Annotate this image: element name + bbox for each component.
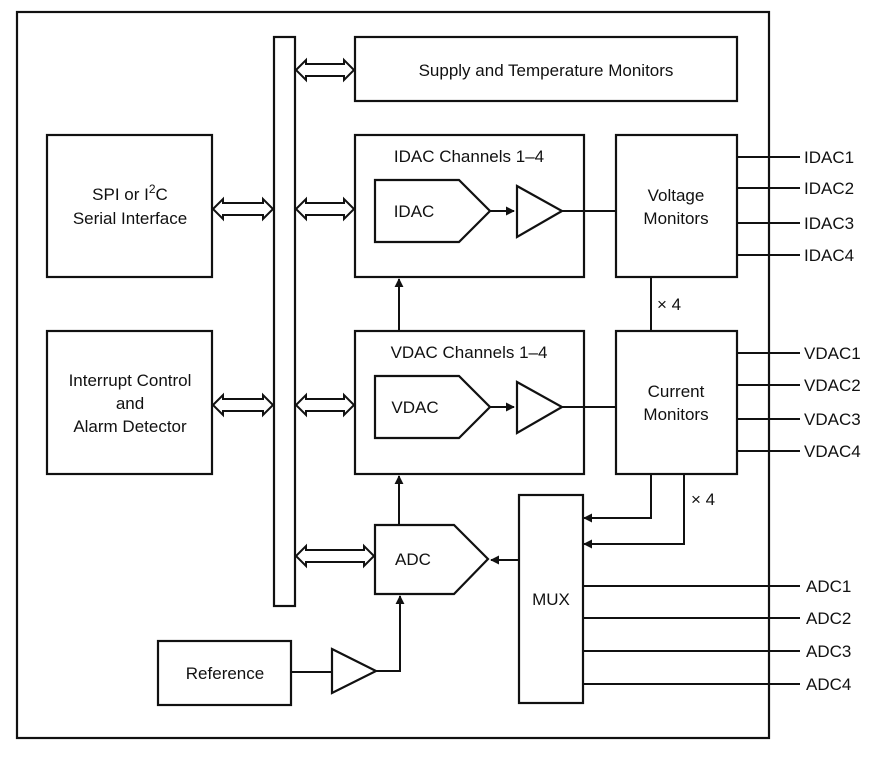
input-adc4: ADC4 — [806, 675, 851, 694]
voltage-label-line2: Monitors — [643, 209, 708, 228]
input-adc2: ADC2 — [806, 609, 851, 628]
output-idac1: IDAC1 — [804, 148, 854, 167]
serial-label-line2: Serial Interface — [73, 209, 187, 228]
vdac-outputs: VDAC1 VDAC2 VDAC3 VDAC4 — [737, 344, 861, 461]
output-vdac3: VDAC3 — [804, 410, 861, 429]
output-vdac1: VDAC1 — [804, 344, 861, 363]
output-vdac2: VDAC2 — [804, 376, 861, 395]
voltage-monitors-block: Voltage Monitors — [614, 133, 739, 279]
serial-label-line1: SPI or I2C — [92, 182, 168, 204]
output-idac4: IDAC4 — [804, 246, 854, 265]
mux-label: MUX — [532, 590, 570, 609]
serial-interface-block: SPI or I2C Serial Interface — [45, 133, 214, 279]
vdac-channels-block: VDAC Channels 1–4 VDAC — [353, 329, 586, 476]
voltage-label-line1: Voltage — [648, 186, 705, 205]
input-adc3: ADC3 — [806, 642, 851, 661]
idac-dac-shape — [373, 178, 492, 244]
idac-label: IDAC — [394, 202, 435, 221]
current-to-mux-arrow-1 — [583, 474, 652, 523]
current-label-line2: Monitors — [643, 405, 708, 424]
interrupt-label-line1: Interrupt Control — [69, 371, 192, 390]
idac-amplifier — [515, 184, 565, 239]
reference-buffer — [330, 647, 379, 695]
output-idac2: IDAC2 — [804, 179, 854, 198]
output-idac3: IDAC3 — [804, 214, 854, 233]
idac-channels-label: IDAC Channels 1–4 — [394, 147, 544, 166]
vdac-amplifier — [515, 380, 565, 435]
current-label-line1: Current — [648, 382, 705, 401]
adc-inputs: ADC1 ADC2 ADC3 ADC4 — [583, 577, 851, 694]
bus-arrow-interrupt — [211, 392, 275, 418]
current-monitors-block: Current Monitors — [614, 329, 739, 476]
supply-temperature-monitors-block: Supply and Temperature Monitors — [353, 35, 739, 103]
current-to-mux-arrow-2 — [583, 474, 685, 549]
reference-block: Reference — [156, 639, 293, 707]
reference-label: Reference — [186, 664, 264, 683]
interrupt-label-line2: and — [116, 394, 144, 413]
interrupt-label-line3: Alarm Detector — [73, 417, 187, 436]
input-adc1: ADC1 — [806, 577, 851, 596]
vdac-dac-shape — [373, 374, 492, 440]
supply-label: Supply and Temperature Monitors — [419, 61, 674, 80]
bus-arrow-serial — [211, 196, 275, 222]
multiplier-upper: × 4 — [657, 295, 681, 314]
output-vdac4: VDAC4 — [804, 442, 861, 461]
internal-bus — [272, 35, 297, 608]
vdac-label: VDAC — [391, 398, 438, 417]
idac-outputs: IDAC1 IDAC2 IDAC3 IDAC4 — [737, 148, 854, 265]
multiplier-lower: × 4 — [691, 490, 715, 509]
interrupt-control-block: Interrupt Control and Alarm Detector — [45, 329, 214, 476]
vdac-channels-label: VDAC Channels 1–4 — [391, 343, 548, 362]
reference-to-adc-arrow — [376, 595, 405, 672]
adc-block: ADC — [373, 523, 490, 596]
idac-channels-block: IDAC Channels 1–4 IDAC — [353, 133, 586, 279]
mux-block: MUX — [517, 493, 585, 705]
adc-label: ADC — [395, 550, 431, 569]
